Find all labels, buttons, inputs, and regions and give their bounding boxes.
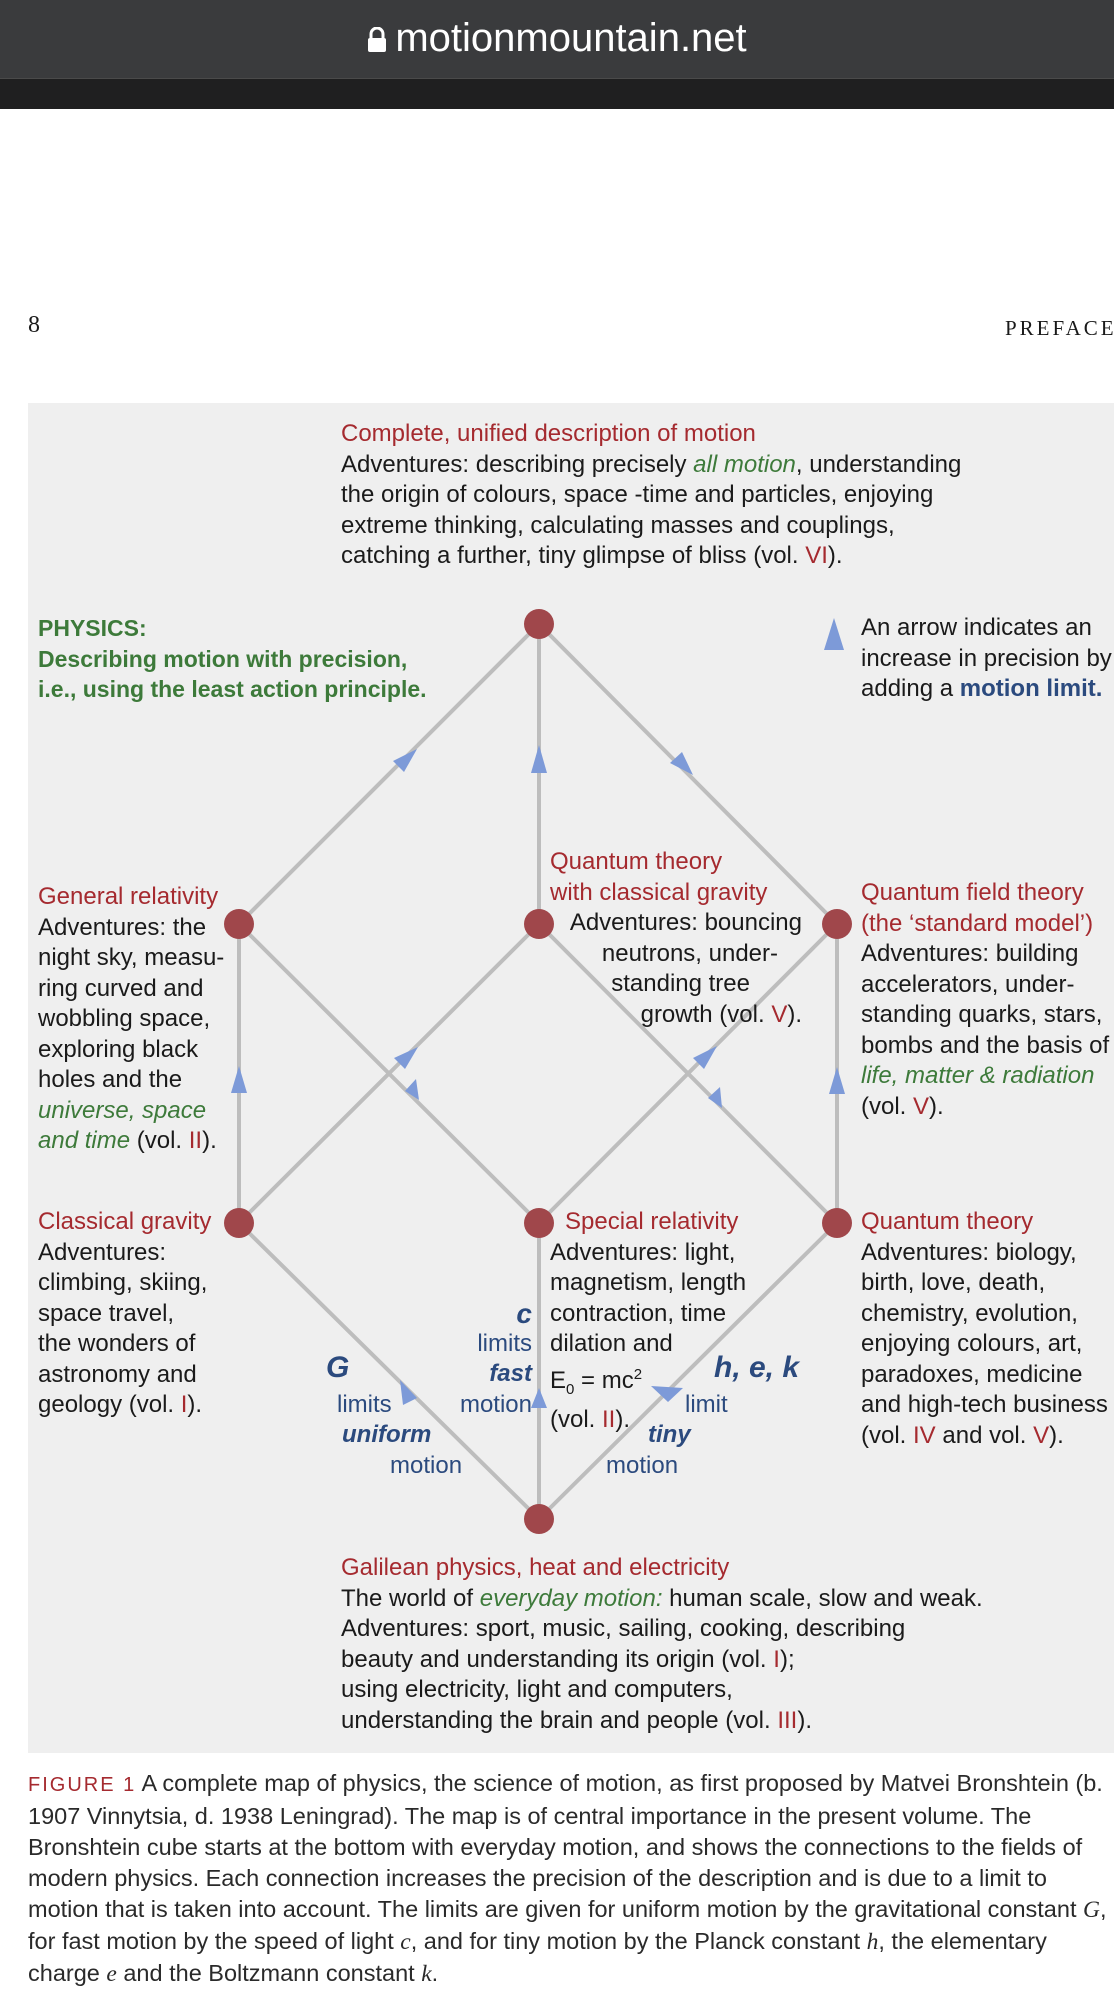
- g-limit-line1: limits: [337, 1391, 392, 1418]
- cube-nodes: [224, 609, 852, 1534]
- classical-gravity-text: Classical gravity Adventures: climbing, …: [38, 1208, 212, 1418]
- arrow-qcg-top-icon: [531, 745, 547, 773]
- hek-limit-line1: limit: [685, 1391, 728, 1418]
- edge-sr-gr: [237, 922, 541, 1225]
- c-limit-line1: limits: [477, 1330, 532, 1357]
- g-limit-line2: uniform: [342, 1421, 432, 1448]
- browser-toolbar-strip: [0, 78, 1114, 109]
- arrow-qt-qft-icon: [829, 1067, 845, 1094]
- arrow-cg-gr-icon: [231, 1066, 247, 1093]
- edge-gal-qt: [537, 1221, 839, 1521]
- figure-label: FIGURE 1: [28, 1774, 137, 1796]
- cube-edges: [237, 622, 839, 1521]
- legend-arrow-icon: [824, 618, 844, 650]
- general-relativity-text: General relativity Adventures: the night…: [38, 883, 225, 1154]
- galilean-title: Galilean physics, heat and electricity: [341, 1554, 730, 1581]
- top-node-text: Complete, unified description of motion …: [341, 419, 961, 572]
- arrow-fast-icon: [531, 1388, 547, 1408]
- browser-address-bar[interactable]: motionmountain.net: [0, 0, 1114, 78]
- c-limit-line3: motion: [459, 1391, 532, 1418]
- top-node-line2: the origin of colours, space -time and p…: [341, 481, 934, 508]
- top-node-line3: extreme thinking, calculating masses and…: [341, 511, 895, 539]
- node-special-relativity: [524, 1208, 554, 1238]
- node-top: [524, 609, 554, 639]
- quantum-classical-gravity-text: Adventures: bouncing neutrons, under- st…: [569, 909, 802, 1028]
- arrow-tiny-icon: [651, 1386, 683, 1402]
- lock-icon: [368, 27, 387, 53]
- node-classical-gravity: [224, 1208, 254, 1238]
- quantum-field-theory-title: Quantum field theory: [861, 879, 1084, 906]
- arrow-qt-qcg-icon: [708, 1087, 722, 1108]
- quantum-theory-title: Quantum theory: [861, 1208, 1034, 1235]
- cube-diagram: [224, 609, 852, 1534]
- node-quantum-classical-gravity: [524, 909, 554, 939]
- url-text: motionmountain.net: [395, 16, 747, 60]
- galilean-text: Galilean physics, heat and electricity T…: [341, 1554, 983, 1734]
- top-node-title: Complete, unified description of motion: [341, 420, 756, 447]
- arrow-qft-top-icon: [670, 752, 693, 775]
- page-number: 8: [28, 312, 40, 338]
- arrow-gr-top-icon: [393, 749, 417, 772]
- bronshtein-cube-figure: Complete, unified description of motion …: [28, 403, 1114, 1753]
- special-relativity-title: Special relativity: [565, 1208, 739, 1235]
- top-node-line4: catching a further, tiny glimpse of blis…: [341, 542, 843, 569]
- node-quantum-theory: [822, 1208, 852, 1238]
- g-limit-line3: motion: [390, 1452, 463, 1479]
- edge-qft-top: [537, 622, 839, 926]
- node-general-relativity: [224, 909, 254, 939]
- quantum-theory-text: Quantum theory Adventures: biology, birt…: [861, 1208, 1108, 1449]
- arrow-legend: An arrow indicates an increase in precis…: [861, 614, 1112, 702]
- quantum-classical-gravity-title: Quantum theory with classical gravity: [550, 848, 768, 906]
- physics-heading: PHYSICS: Describing motion with precisio…: [38, 615, 427, 702]
- arrow-sr-qft-icon: [693, 1046, 717, 1069]
- running-header: PREFACE: [1005, 316, 1114, 340]
- arrow-sr-gr-icon: [405, 1079, 419, 1100]
- edge-gr-top: [237, 622, 541, 926]
- node-quantum-field-theory: [822, 909, 852, 939]
- cube-arrows: [231, 618, 845, 1408]
- arrow-cg-qcg-icon: [394, 1047, 418, 1069]
- url-display[interactable]: motionmountain.net: [0, 16, 1114, 60]
- c-limit-symbol: c: [516, 1298, 532, 1329]
- hek-limit-line3: motion: [606, 1452, 679, 1479]
- c-limit-line2: fast: [489, 1360, 532, 1387]
- node-galilean: [524, 1504, 554, 1534]
- special-relativity-text: Special relativity Adventures: light, ma…: [550, 1208, 747, 1433]
- general-relativity-title: General relativity: [38, 883, 219, 910]
- hek-limit-line2: tiny: [648, 1421, 691, 1448]
- g-limit-symbol: G: [326, 1351, 350, 1384]
- arrow-uniform-icon: [400, 1380, 417, 1405]
- figure-caption: FIGURE 1 A complete map of physics, the …: [28, 1770, 1107, 1987]
- edge-gal-cg: [237, 1221, 541, 1521]
- classical-gravity-title: Classical gravity: [38, 1208, 212, 1235]
- quantum-field-theory-text: Quantum field theory (the ‘standard mode…: [861, 879, 1110, 1120]
- edge-qt-qcg: [537, 922, 839, 1225]
- top-node-line1: Adventures: describing precisely all mot…: [341, 450, 962, 478]
- hek-limit-symbol: h, e, k: [714, 1351, 800, 1384]
